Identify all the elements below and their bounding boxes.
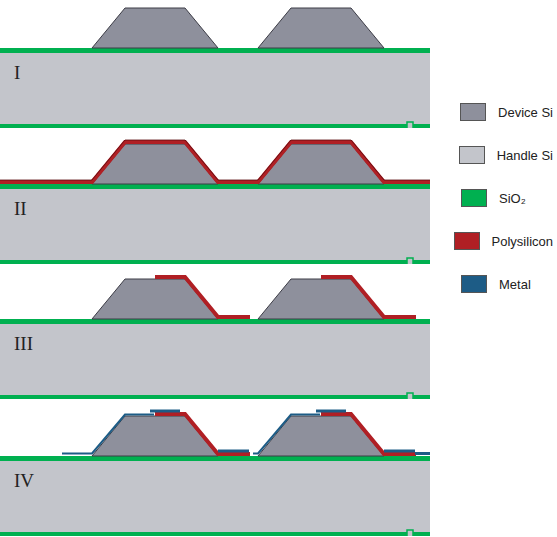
cross-section [0,411,430,536]
legend-entry: Metal [461,275,531,293]
buried-oxide [0,48,430,53]
device-si [92,279,218,319]
metal-layer [218,450,249,453]
legend-swatch [459,146,485,164]
handle-si [0,461,430,532]
cross-section [0,8,430,128]
polysilicon-pattern [321,414,416,454]
legend-swatch [461,275,487,293]
legend-text: SiO₂ [499,191,526,206]
legend-text: Handle Si [497,148,553,163]
backside-oxide [0,532,430,536]
device-si [258,8,384,48]
legend-text: Device Si [498,105,553,120]
device-si [92,144,218,184]
backside-oxide [0,124,430,128]
polysilicon-pattern [321,277,416,317]
buried-oxide [0,456,430,461]
metal-layer [150,410,180,413]
metal-layer [62,415,154,454]
metal-layer [384,450,415,453]
device-si [258,416,384,456]
device-si [258,279,384,319]
notch [407,393,413,399]
legend-swatch [460,103,486,121]
legend-entry: SiO₂ [461,189,526,207]
legend-entry: Handle Si [459,146,553,164]
legend-text: Polysilicon [492,234,553,249]
polysilicon-edge [0,140,430,180]
polysilicon-pattern [155,414,250,454]
device-si [92,416,218,456]
step-label: I [14,62,20,84]
metal-layer [253,415,320,454]
notch [407,530,413,536]
metal-layer [316,410,346,413]
step-label: II [14,198,27,220]
cross-section [0,277,430,399]
polysilicon-pattern [155,277,250,317]
handle-si [0,189,430,260]
backside-oxide [0,260,430,264]
cross-section [0,140,430,264]
buried-oxide [0,184,430,189]
legend-entry: Device Si [460,103,553,121]
buried-oxide [0,319,430,324]
legend-swatch [461,189,487,207]
legend-text: Metal [499,277,531,292]
device-si [92,8,218,48]
handle-si [0,324,430,395]
device-si [258,144,384,184]
handle-si [0,53,430,124]
metal-layer [415,452,430,455]
legend-swatch [454,232,480,250]
backside-oxide [0,395,430,399]
step-label: III [14,333,33,355]
notch [407,258,413,264]
legend-entry: Polysilicon [454,232,553,250]
step-label: IV [14,470,34,492]
notch [407,122,413,128]
